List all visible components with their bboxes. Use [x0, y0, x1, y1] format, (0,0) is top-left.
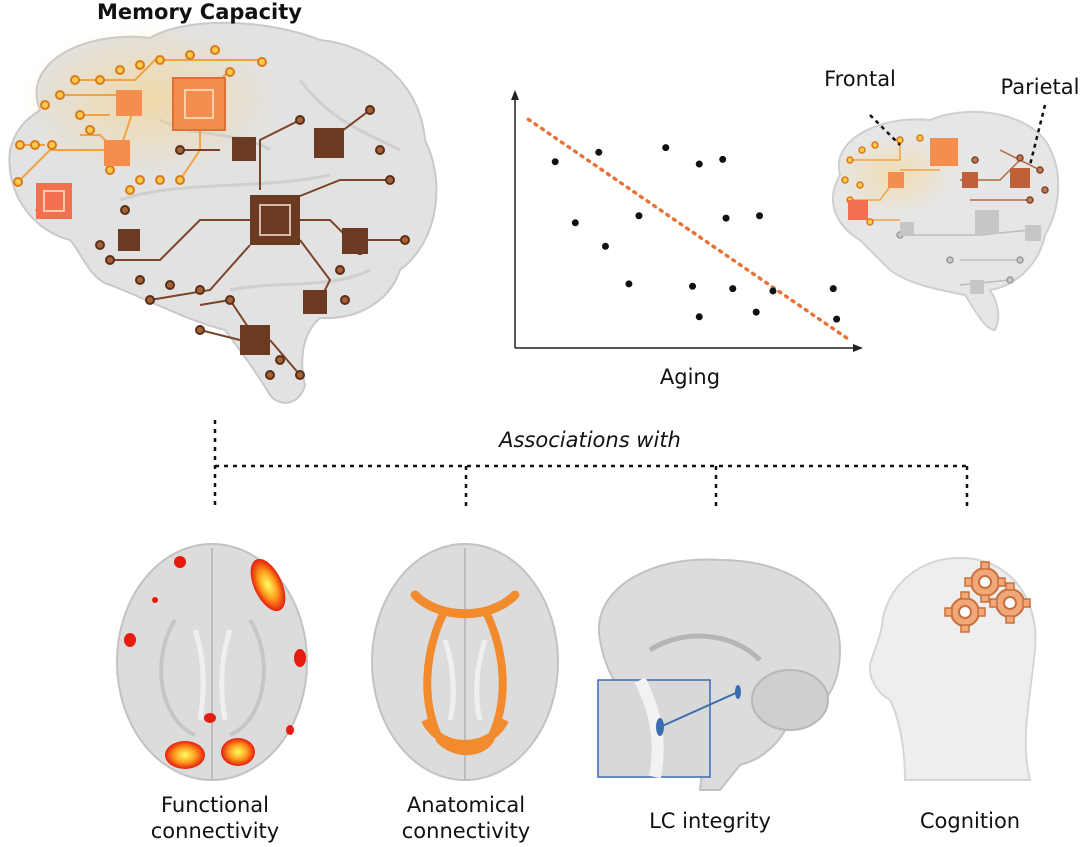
- scatter-point: [752, 308, 760, 316]
- dark-circuit-nodes: [95, 105, 410, 380]
- cognition-head: [868, 556, 1037, 781]
- scatter-point: [662, 144, 670, 152]
- scatter-point: [689, 282, 697, 290]
- light-circuit-nodes: [13, 45, 267, 195]
- anatomical-connectivity-label: Anatomical connectivity: [366, 792, 566, 845]
- label-line: Anatomical: [406, 793, 526, 817]
- scatter-point: [829, 285, 837, 293]
- functional-connectivity-label: Functional connectivity: [115, 792, 315, 845]
- scatter-point: [695, 160, 703, 168]
- scatter-point: [695, 313, 703, 321]
- large-brain-illustration: [8, 21, 438, 404]
- cognition-label: Cognition: [919, 809, 1021, 833]
- x-axis-label: Aging: [659, 365, 721, 389]
- lc-integrity-label: LC integrity: [649, 809, 771, 833]
- small-brain-illustration: [831, 104, 1060, 332]
- frontal-pointer: [869, 114, 901, 146]
- trend-line: [526, 117, 849, 340]
- scatter-point: [722, 214, 730, 222]
- associations-label: Associations with: [499, 428, 681, 452]
- aging-scatter-plot: [511, 90, 863, 352]
- memory-capacity-title: Memory Capacity: [97, 0, 302, 24]
- parietal-pointer: [1028, 104, 1047, 166]
- association-connector: [213, 420, 969, 510]
- scatter-point: [729, 285, 737, 293]
- light-circuit-chips: [36, 77, 226, 219]
- scatter-point: [635, 212, 643, 220]
- label-line: connectivity: [401, 819, 531, 844]
- scatter-point: [551, 158, 559, 166]
- locus-coeruleus-marker: [656, 718, 664, 736]
- scatter-point: [595, 148, 603, 156]
- frontal-label: Frontal: [824, 67, 896, 91]
- scatter-point: [756, 212, 764, 220]
- dark-circuit-chips: [118, 128, 368, 355]
- lc-pointer: [659, 691, 739, 728]
- parietal-label: Parietal: [1000, 75, 1080, 99]
- scatter-point: [571, 219, 579, 227]
- functional-connectivity-brain: [116, 543, 308, 781]
- lc-integrity-brain: [597, 558, 842, 791]
- scatter-point: [625, 280, 633, 288]
- label-line: connectivity: [150, 819, 280, 844]
- scatter-point: [769, 287, 777, 295]
- scatter-point: [601, 242, 609, 250]
- anatomical-connectivity-brain: [371, 543, 559, 781]
- label-line: Functional: [160, 793, 270, 817]
- scatter-point: [833, 315, 841, 323]
- scatter-point: [719, 155, 727, 163]
